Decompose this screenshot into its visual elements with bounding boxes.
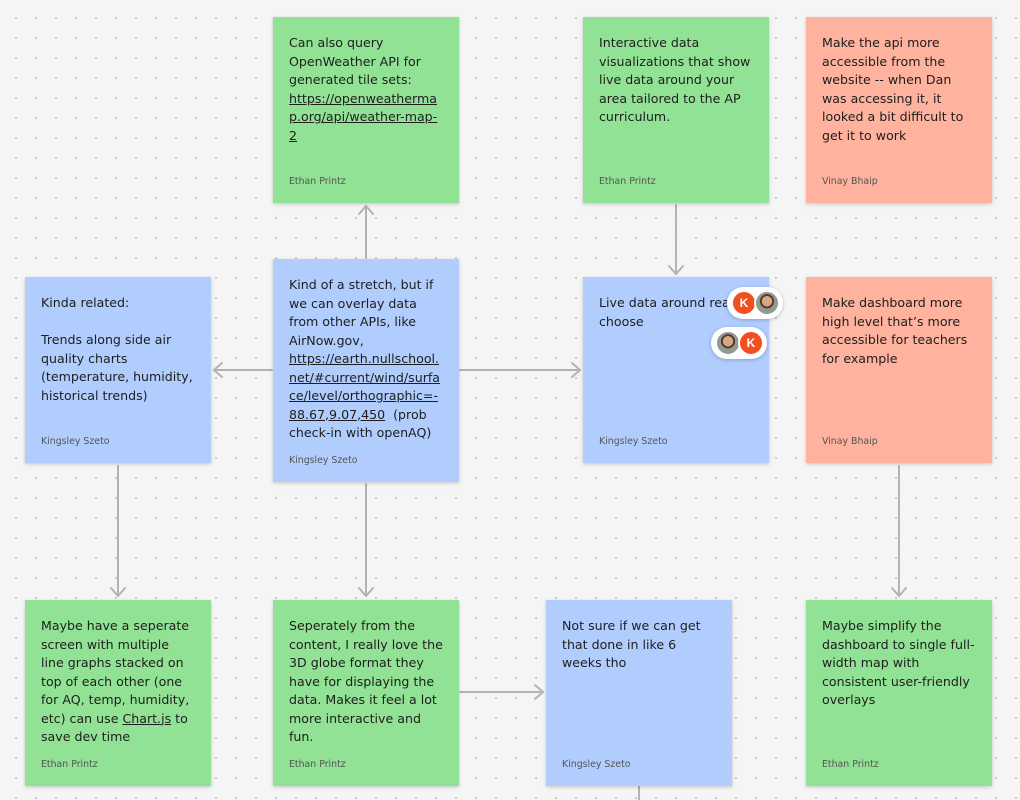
- sticky-note-kinda-related[interactable]: Kinda related: Trends along side air qua…: [25, 277, 211, 463]
- sticky-note-text: Not sure if we can get that done in like…: [562, 618, 705, 670]
- sticky-note-author: Vinay Bhaip: [822, 436, 878, 447]
- openweather-link[interactable]: https://openweathermap.org/api/weather-m…: [289, 90, 438, 143]
- collaborator-avatars-bottom[interactable]: K: [711, 327, 767, 359]
- sticky-note-text: Kinda related: Trends along side air qua…: [41, 295, 193, 403]
- connector-globe-to-six-weeks[interactable]: [459, 684, 544, 700]
- sticky-note-interactive-viz[interactable]: Interactive data visualizations that sho…: [583, 17, 769, 203]
- sticky-note-text: Interactive data visualizations that sho…: [599, 35, 755, 124]
- sticky-note-author: Kingsley Szeto: [562, 759, 631, 770]
- sticky-note-author: Ethan Printz: [599, 176, 656, 187]
- sticky-note-simplify-dashboard[interactable]: Maybe simplify the dashboard to single f…: [806, 600, 992, 786]
- sticky-note-author: Ethan Printz: [41, 759, 98, 770]
- sticky-note-separate-screen[interactable]: Maybe have a seperate screen with multip…: [25, 600, 211, 786]
- connector-overlay-to-kinda-related[interactable]: [213, 362, 273, 378]
- connector-interactive-to-live[interactable]: [668, 204, 684, 275]
- connector-dashboard-to-simplify[interactable]: [891, 465, 907, 597]
- sticky-note-author: Kingsley Szeto: [41, 436, 110, 447]
- connector-overlay-to-globe[interactable]: [358, 483, 374, 597]
- sticky-note-author: Kingsley Szeto: [289, 455, 358, 466]
- collaborator-avatars-top[interactable]: K: [727, 287, 783, 319]
- sticky-note-globe-format[interactable]: Seperately from the content, I really lo…: [273, 600, 459, 786]
- sticky-note-dashboard-high-level[interactable]: Make dashboard more high level that’s mo…: [806, 277, 992, 463]
- sticky-note-text: Can also query OpenWeather API for gener…: [289, 35, 438, 143]
- sticky-note-author: Ethan Printz: [822, 759, 879, 770]
- sticky-note-author: Kingsley Szeto: [599, 436, 668, 447]
- sticky-note-overlay-apis[interactable]: Kind of a stretch, but if we can overlay…: [273, 259, 459, 482]
- sticky-note-text: Maybe simplify the dashboard to single f…: [822, 618, 975, 707]
- user-photo-avatar-icon[interactable]: [754, 290, 780, 316]
- sticky-note-text: Seperately from the content, I really lo…: [289, 618, 447, 744]
- chartjs-link[interactable]: Chart.js: [122, 710, 172, 726]
- sticky-note-text: Make dashboard more high level that’s mo…: [822, 295, 972, 366]
- sticky-note-six-weeks[interactable]: Not sure if we can get that done in like…: [546, 600, 732, 786]
- nullschool-link[interactable]: https://earth.nullschool.net/#current/wi…: [289, 351, 441, 422]
- connector-overlay-to-live[interactable]: [459, 362, 581, 378]
- sticky-note-text: Kind of a stretch, but if we can overlay…: [289, 277, 441, 440]
- sticky-note-api-accessible[interactable]: Make the api more accessible from the we…: [806, 17, 992, 203]
- sticky-note-author: Vinay Bhaip: [822, 176, 878, 187]
- sticky-note-author: Ethan Printz: [289, 176, 346, 187]
- sticky-note-text: Make the api more accessible from the we…: [822, 35, 968, 143]
- k-avatar-icon[interactable]: K: [738, 330, 764, 356]
- connector-overlay-to-openweather[interactable]: [358, 205, 374, 259]
- sticky-note-text: Maybe have a seperate screen with multip…: [41, 618, 194, 744]
- sticky-note-author: Ethan Printz: [289, 759, 346, 770]
- sticky-note-live-data[interactable]: Live data around reasons you can choose …: [583, 277, 769, 463]
- connector-kinda-related-to-separate-screen[interactable]: [110, 465, 126, 597]
- sticky-note-openweather[interactable]: Can also query OpenWeather API for gener…: [273, 17, 459, 203]
